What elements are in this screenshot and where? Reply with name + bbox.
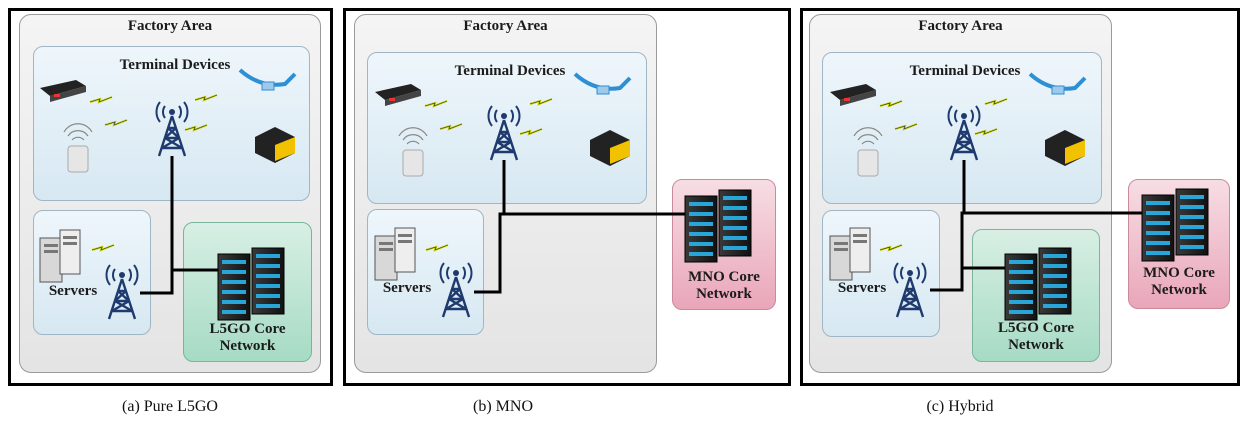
- panel-c-art: [829, 72, 1208, 320]
- servers-label-b: Servers: [382, 280, 432, 296]
- caption-c: (c) Hybrid: [926, 398, 994, 415]
- mno-core-label-c-1: MNO Core: [1143, 265, 1215, 281]
- terminal-devices-label-a: Terminal Devices: [119, 57, 231, 73]
- servers-label-c: Servers: [837, 280, 887, 296]
- l5go-core-label-c-1: L5GO Core: [998, 320, 1074, 336]
- servers-label-a: Servers: [48, 283, 98, 299]
- terminal-devices-label-b: Terminal Devices: [454, 63, 566, 79]
- l5go-core-label-a-2: Network: [219, 338, 276, 354]
- servers-zone-c: [822, 210, 940, 337]
- factory-area-label-c: Factory Area: [918, 18, 1003, 34]
- caption-b: (b) MNO: [473, 398, 533, 415]
- mno-core-label-b-2: Network: [696, 286, 752, 302]
- l5go-core-label-c-2: Network: [1008, 337, 1064, 353]
- panel-b-art: [374, 72, 751, 319]
- l5go-core-label-a-1: L5GO Core: [209, 321, 286, 337]
- caption-a: (a) Pure L5GO: [122, 398, 218, 415]
- factory-area-label-a: Factory Area: [127, 18, 213, 34]
- mno-core-label-c-2: Network: [1151, 282, 1207, 298]
- terminal-devices-label-c: Terminal Devices: [909, 63, 1021, 79]
- panel-a-art: [39, 68, 297, 321]
- factory-area-label-b: Factory Area: [463, 18, 548, 34]
- mno-core-label-b-1: MNO Core: [688, 269, 760, 285]
